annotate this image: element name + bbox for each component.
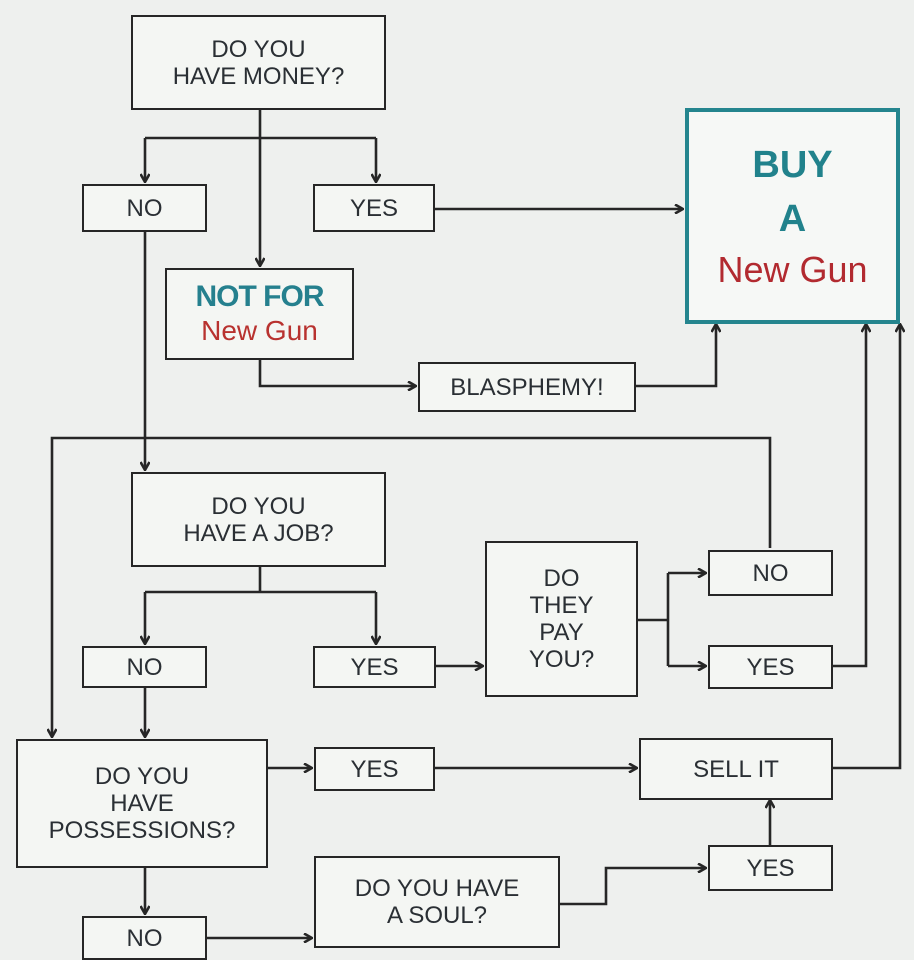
possessions-line3: POSSESSIONS? (48, 817, 236, 844)
have-job-line1: DO YOU (211, 492, 306, 520)
blasphemy-box: BLASPHEMY! (418, 362, 636, 412)
buy-line2: A (778, 198, 807, 240)
have-possessions-box: DO YOU HAVE POSSESSIONS? (16, 739, 268, 868)
do-they-pay-you-box: DO THEY PAY YOU? (485, 541, 638, 697)
have-a-soul-box: DO YOU HAVE A SOUL? (314, 856, 560, 948)
sell-it-box: SELL IT (639, 738, 833, 800)
arrow-soul-to-yes (560, 868, 706, 906)
arrow-sellit-to-buy (833, 324, 900, 770)
pay-line3: PAY (539, 619, 584, 646)
possessions-line1: DO YOU (94, 763, 190, 790)
buy-line1: BUY (752, 144, 833, 186)
no-possessions-label: NO (126, 924, 163, 952)
have-job-line2: HAVE A JOB? (183, 519, 334, 547)
buy-a-new-gun-box: BUY A New Gun (685, 108, 900, 324)
have-money-line1: DO YOU (211, 35, 306, 63)
pay-line2: THEY (529, 592, 594, 619)
pay-yes-box: YES (708, 645, 833, 689)
yes-possessions-label: YES (350, 755, 399, 783)
blasphemy-label: BLASPHEMY! (450, 373, 604, 401)
no-job-label: NO (126, 653, 163, 681)
pay-no-label: NO (752, 559, 789, 587)
soul-line2: A SOUL? (386, 902, 488, 929)
possessions-line2: HAVE (110, 790, 174, 817)
no-job-box: NO (82, 646, 207, 688)
no-possessions-box: NO (82, 916, 207, 960)
not-for-new-gun-box: NOT FOR New Gun (165, 268, 354, 360)
buy-line3: New Gun (717, 249, 868, 290)
have-money-line2: HAVE MONEY? (172, 62, 345, 90)
soul-line1: DO YOU HAVE (354, 875, 520, 902)
yes-soul-label: YES (746, 854, 795, 882)
pay-line4: YOU? (528, 646, 595, 673)
not-for-line2: New Gun (201, 315, 318, 346)
not-for-line1: NOT FOR (195, 280, 325, 313)
pay-yes-label: YES (746, 653, 795, 681)
no-money-box: NO (82, 184, 207, 232)
have-money-box: DO YOU HAVE MONEY? (131, 15, 386, 110)
yes-money-box: YES (313, 184, 435, 232)
arrow-notfor-to-blasphemy (258, 360, 416, 386)
pay-no-box: NO (708, 550, 833, 596)
yes-possessions-box: YES (314, 747, 435, 791)
pay-line1: DO (543, 565, 580, 592)
sell-it-label: SELL IT (693, 755, 779, 783)
have-job-box: DO YOU HAVE A JOB? (131, 472, 386, 567)
yes-money-label: YES (349, 194, 399, 222)
arrow-blasphemy-to-buy (636, 324, 716, 388)
yes-job-label: YES (350, 653, 399, 681)
yes-soul-box: YES (708, 845, 833, 891)
no-money-label: NO (126, 194, 163, 222)
arrow-payyes-to-buy (833, 324, 866, 668)
loop-pay-no-back (52, 436, 772, 737)
yes-job-box: YES (313, 646, 436, 688)
